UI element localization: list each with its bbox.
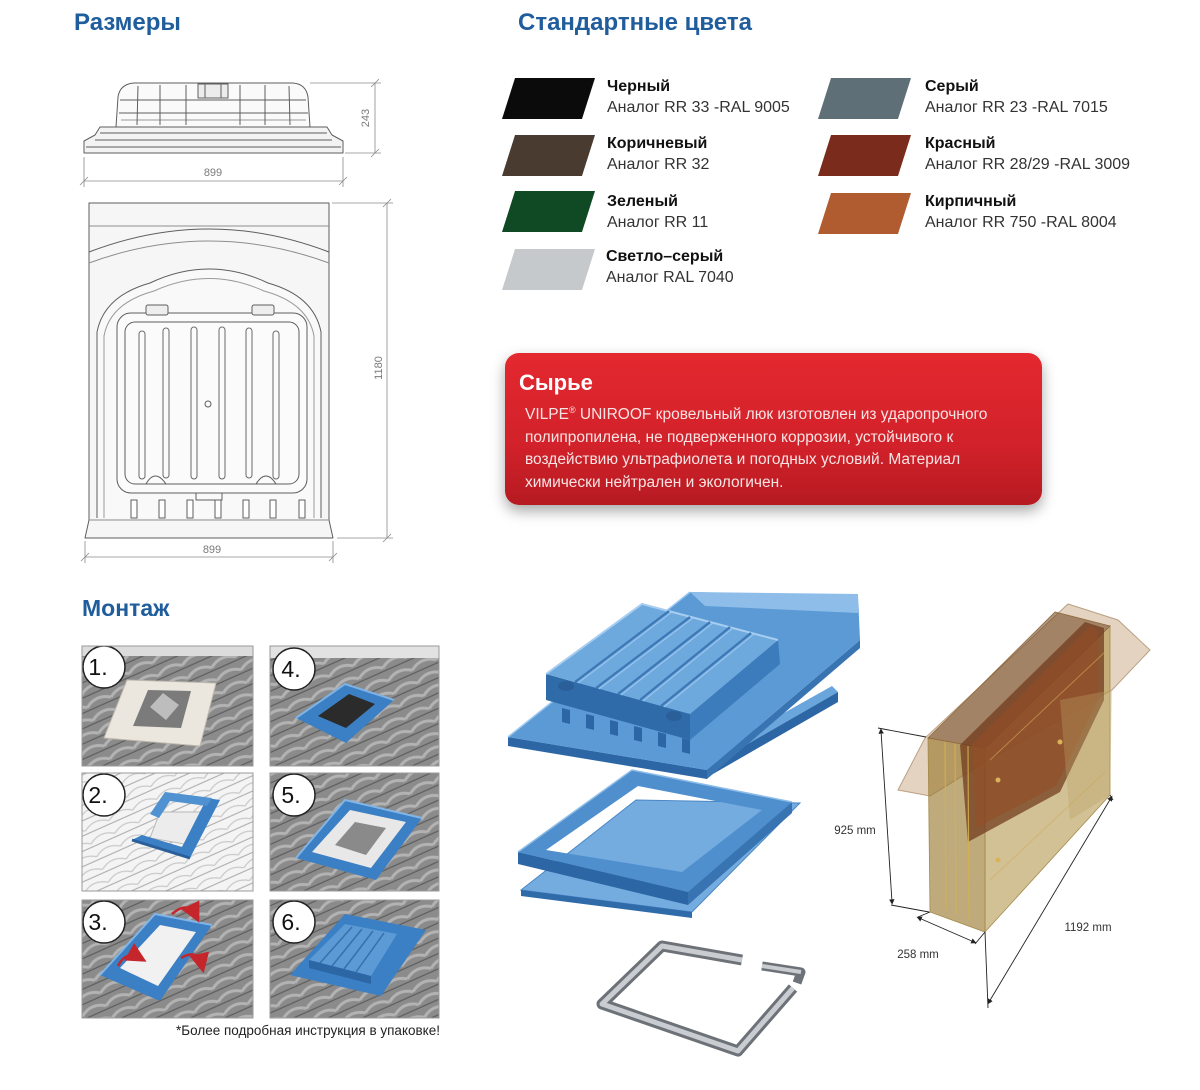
material-line-1: VILPE® UNIROOF кровельный люк изготовлен… [525,404,987,427]
top-width-value: 899 [203,544,221,556]
material-line-1-text: UNIROOF кровельный люк изготовлен из уда… [579,406,988,423]
side-width-value: 899 [204,167,222,179]
dimensions-drawing: 243 899 [79,78,393,563]
top-height-value: 1180 [373,356,385,380]
color-label-green: Зеленый Аналог RR 11 [607,191,708,233]
color-code: Аналог RR 28/29 -RAL 3009 [925,156,1131,173]
install-step-1: 1. [82,646,253,766]
box-height-label: 925 mm [834,825,876,837]
install-step-6: 6. [270,900,439,1018]
color-name: Кирпичный [925,193,1017,210]
color-swatch-light-grey [502,249,595,290]
registered-mark: ® [568,405,576,415]
color-code: Аналог RR 32 [607,156,710,173]
color-name: Серый [925,78,979,95]
installation-note: *Более подробная инструкция в упаковке! [176,1023,440,1038]
step-frame [269,772,440,892]
install-step-3: 3. [82,900,253,1018]
color-label-grey: Серый Аналог RR 23 -RAL 7015 [925,76,1108,118]
color-swatch-grey [818,78,911,119]
colors-heading: Стандартные цвета [518,9,752,36]
color-name: Красный [925,135,996,152]
color-code: Аналог RAL 7040 [606,269,734,286]
material-line-4: химически нейтрален и экологичен. [525,473,784,491]
step-number: 2. [88,782,107,808]
side-height-value: 243 [360,109,372,127]
box-depth-label: 258 mm [897,949,939,961]
mounting-frame [517,769,793,905]
box-length-label: 1192 mm [1064,922,1111,934]
color-label-brick: Кирпичный Аналог RR 750 -RAL 8004 [925,191,1117,233]
box-dimensions-illustration: 925 mm 258 mm 1192 mm [834,603,1151,1009]
color-name: Светло–серый [606,248,724,265]
color-code: Аналог RR 750 -RAL 8004 [925,214,1117,231]
step-frame [269,899,440,1019]
install-step-2: 2. [82,773,253,891]
color-swatch-black [502,78,595,119]
color-label-red: Красный Аналог RR 28/29 -RAL 3009 [925,133,1130,175]
step-number: 1. [88,654,107,680]
top-height-dimension-lines [332,198,393,543]
step-number: 5. [281,782,300,808]
color-label-black: Черный Аналог RR 33 -RAL 9005 [607,76,790,118]
hatch-top-view [84,202,334,539]
top-width-dimension-lines [80,541,338,563]
color-code: Аналог RR 23 -RAL 7015 [925,99,1108,116]
color-code: Аналог RR 11 [607,214,709,231]
step-frame [81,645,254,767]
color-label-brown: Коричневый Аналог RR 32 [607,133,709,175]
translucent-box [897,603,1151,934]
color-label-light-grey: Светло–серый Аналог RAL 7040 [606,246,734,288]
hatch-side-view [83,82,344,154]
step-frame [81,772,254,892]
dimension-lines [877,727,1114,1009]
material-info-box: Сырье VILPE® UNIROOF кровельный люк изго… [505,353,1042,505]
color-name: Зеленый [607,193,678,210]
color-swatch-red [818,135,911,176]
color-name: Черный [607,78,671,95]
side-height-dimension-lines [310,78,381,158]
red-arrow-icon [180,951,210,974]
side-width-dimension-lines [79,157,348,187]
color-swatch-green [502,191,595,232]
step-frame [269,645,440,767]
bottom-frame-seal [596,940,806,1057]
material-line-2: полипропилена, не подверженного коррозии… [525,428,954,446]
installation-heading: Монтаж [82,595,170,621]
dimensions-heading: Размеры [74,9,181,36]
step-frame [81,899,254,1019]
step-number: 3. [88,909,107,935]
material-description: VILPE® UNIROOF кровельный люк изготовлен… [525,404,987,494]
install-step-5: 5. [270,773,439,891]
red-arrow-icon [171,900,200,923]
exploded-view-illustration [507,591,860,1057]
underlay-sheet [519,799,802,918]
brand-name: VILPE [525,406,569,423]
color-code: Аналог RR 33 -RAL 9005 [607,99,790,116]
step-number: 4. [281,656,300,682]
install-step-4: 4. [270,646,439,766]
color-swatch-brown [502,135,595,176]
installation-steps: 1. 4. 2. [81,645,440,1019]
roof-hatch-assembly [507,591,860,779]
color-name: Коричневый [607,135,708,152]
red-arrow-icon [116,943,147,967]
color-swatch-brick [818,193,911,234]
material-line-3: воздействию ультрафиолета и погодных усл… [525,451,961,469]
material-title: Сырье [519,370,593,395]
step-number: 6. [281,909,300,935]
